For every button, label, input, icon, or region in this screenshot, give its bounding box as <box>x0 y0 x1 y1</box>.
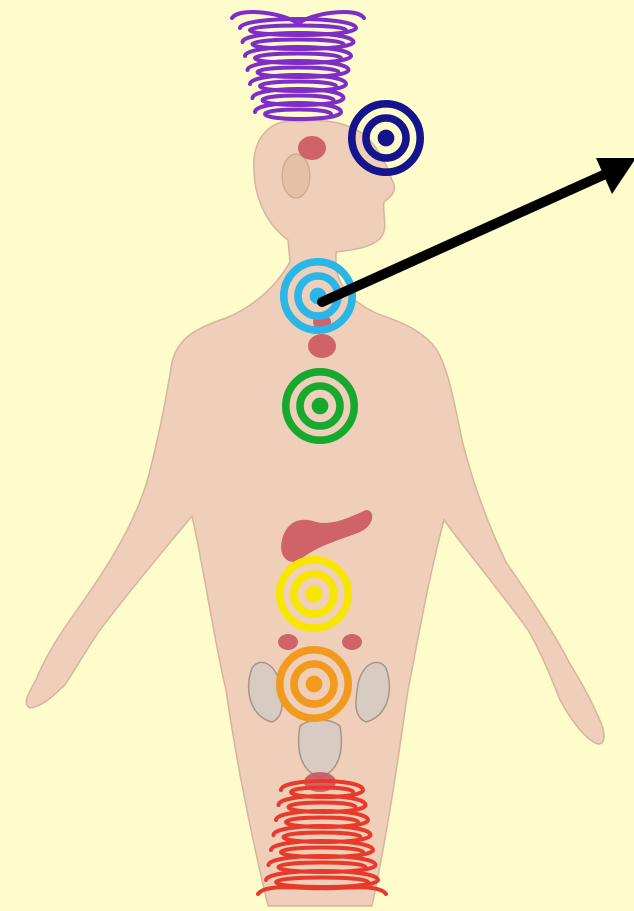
brain-gland <box>298 136 326 160</box>
heart-ring-center <box>312 398 329 415</box>
solar-plexus-ring-center <box>306 586 323 603</box>
adrenal-left <box>278 634 298 650</box>
ear <box>282 154 310 198</box>
third-eye-ring-center <box>378 130 395 147</box>
sacral-ring-center <box>306 676 323 693</box>
thymus <box>308 334 336 358</box>
adrenal-right <box>342 634 362 650</box>
